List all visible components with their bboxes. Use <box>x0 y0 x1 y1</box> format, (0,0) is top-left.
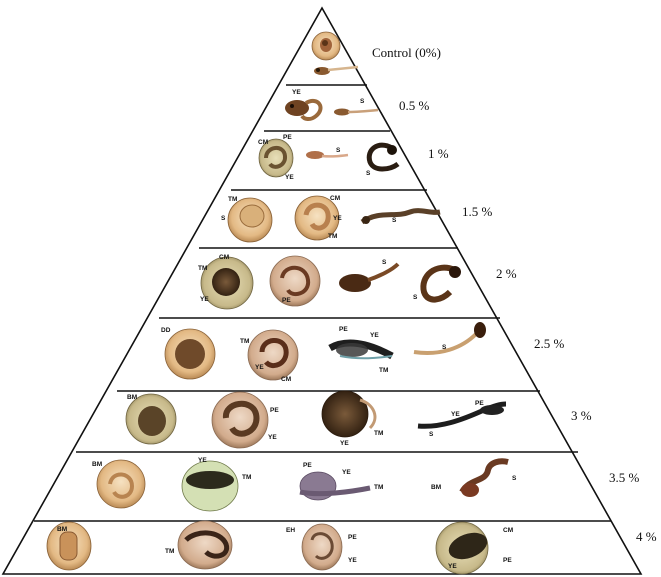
annotation-label: CM <box>281 376 291 383</box>
annotation-label: S <box>429 431 434 438</box>
tier-label-2-5: 2.5 % <box>534 336 565 351</box>
larva-image <box>330 343 392 358</box>
larva-image <box>369 145 398 169</box>
larva-image <box>423 266 461 300</box>
tier-4-specimens <box>47 521 491 574</box>
embryo-image <box>436 522 491 574</box>
embryo-image <box>302 524 342 570</box>
embryo-image <box>201 257 253 309</box>
tier-1-specimens <box>259 139 398 177</box>
larva-image <box>306 151 348 159</box>
tier-label-0-5: 0.5 % <box>399 98 430 113</box>
larva-image <box>334 109 378 116</box>
annotation-label: YE <box>348 557 357 564</box>
embryo-image <box>322 391 375 437</box>
annotation-label: CM <box>219 254 229 261</box>
annotation-label: CM <box>330 195 340 202</box>
annotation-label: TM <box>240 338 249 345</box>
annotation-label: PE <box>475 400 484 407</box>
annotation-label: YE <box>198 457 207 464</box>
embryo-image <box>270 256 320 306</box>
annotation-label: PE <box>339 326 348 333</box>
embryo-image <box>165 329 215 379</box>
annotation-label: S <box>221 215 226 222</box>
annotation-label: S <box>360 98 365 105</box>
annotation-label: TM <box>165 548 174 555</box>
annotation-label: YE <box>200 296 209 303</box>
larva-image <box>314 67 358 75</box>
tier-label-3-5: 3.5 % <box>609 470 640 485</box>
embryo-image <box>182 461 238 511</box>
annotation-label: S <box>413 294 418 301</box>
embryo-image <box>248 330 298 380</box>
larva-image <box>418 404 506 426</box>
embryo-image <box>228 198 272 242</box>
annotation-label: YE <box>333 215 342 222</box>
tier-2-specimens <box>201 256 461 309</box>
larva-image <box>362 211 440 224</box>
annotation-label: CM <box>503 527 513 534</box>
annotation-label: TM <box>198 265 207 272</box>
annotation-label: S <box>336 147 341 154</box>
annotation-label: YE <box>292 89 301 96</box>
annotation-label: TM <box>374 430 383 437</box>
annotation-label: YE <box>448 563 457 570</box>
annotation-label: S <box>442 344 447 351</box>
annotation-label: YE <box>285 174 294 181</box>
embryo-image <box>178 521 232 569</box>
tier-label-3: 3 % <box>571 408 592 423</box>
embryo-image <box>312 32 340 60</box>
annotation-label: YE <box>268 434 277 441</box>
annotation-label: BM <box>57 526 67 533</box>
annotation-label: YE <box>342 469 351 476</box>
larva-image <box>300 472 370 500</box>
annotation-label: TM <box>374 484 383 491</box>
annotation-label: S <box>392 217 397 224</box>
annotation-label: S <box>512 475 517 482</box>
annotation-label: YE <box>451 411 460 418</box>
embryo-image <box>126 394 176 444</box>
annotation-label: S <box>366 170 371 177</box>
annotation-label: BM <box>127 394 137 401</box>
embryo-image <box>47 522 91 570</box>
annotation-label: TM <box>379 367 388 374</box>
annotation-label: TM <box>242 474 251 481</box>
tier-label-control: Control (0%) <box>372 45 441 60</box>
tier-label-1: 1 % <box>428 146 449 161</box>
annotation-label: YE <box>340 440 349 447</box>
annotation-label: TM <box>228 196 237 203</box>
tier-label-1-5: 1.5 % <box>462 204 493 219</box>
larva-image <box>285 100 321 119</box>
annotation-label: BM <box>431 484 441 491</box>
embryo-image <box>97 460 145 508</box>
annotation-label: YE <box>255 364 264 371</box>
embryo-image <box>212 392 268 448</box>
annotation-label: BM <box>92 461 102 468</box>
annotation-label: PE <box>270 407 279 414</box>
tier-control-specimens <box>312 32 358 75</box>
tier-label-2: 2 % <box>496 266 517 281</box>
tier-dividers <box>34 85 611 521</box>
larva-image <box>414 322 486 353</box>
annotation-label: PE <box>503 557 512 564</box>
annotation-label: PE <box>283 134 292 141</box>
annotation-label: S <box>382 259 387 266</box>
annotation-label: PE <box>303 462 312 469</box>
annotation-label: PE <box>348 534 357 541</box>
tier-2-5-specimens <box>165 322 486 380</box>
larva-image <box>339 264 398 292</box>
tier-label-4: 4 % <box>636 529 657 544</box>
tier-3-specimens <box>126 391 506 448</box>
larva-image <box>461 461 508 497</box>
annotation-label: PE <box>282 297 291 304</box>
annotation-label: DD <box>161 327 171 334</box>
annotation-label: EH <box>286 527 295 534</box>
annotation-label: TM <box>328 233 337 240</box>
annotation-label: YE <box>370 332 379 339</box>
annotation-label: CM <box>258 139 268 146</box>
